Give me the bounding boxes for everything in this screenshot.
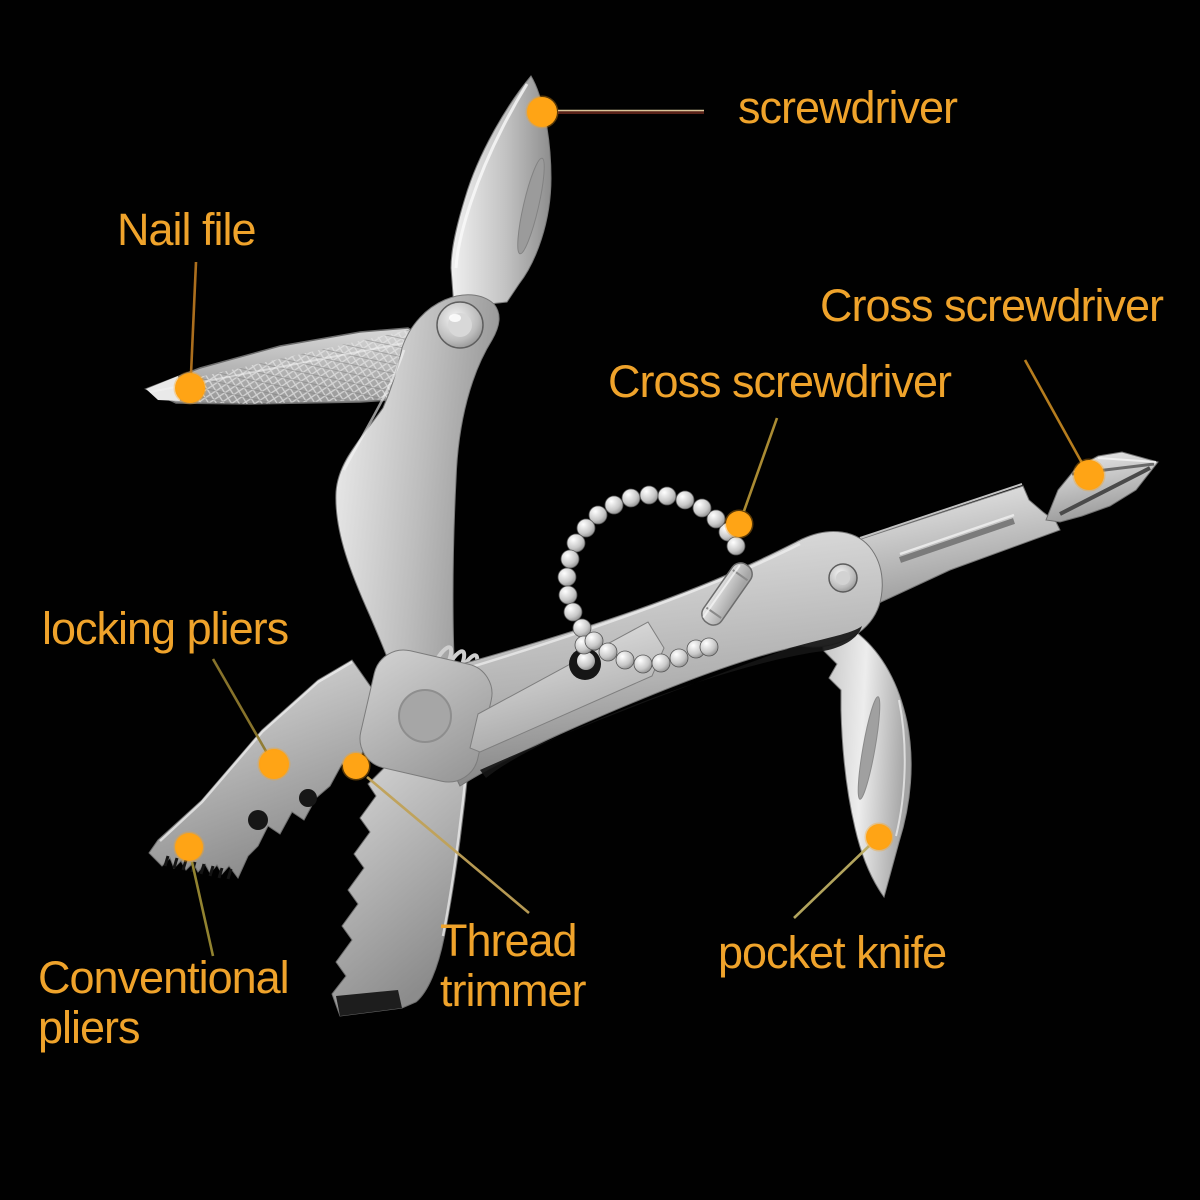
- thread-trimmer-line: [366, 776, 530, 914]
- callout-layer: [173, 95, 1106, 957]
- pocket-knife-line: [793, 845, 870, 919]
- conventional-pliers-dot: [173, 831, 205, 863]
- cross-screwdriver-tool: [852, 451, 1159, 609]
- flat-screwdriver-blade: [450, 75, 552, 309]
- nail-file-line: [189, 261, 198, 375]
- cross-screwdriver-right-line: [1023, 359, 1084, 464]
- screwdriver-dot: [525, 95, 559, 129]
- chain-clasp: [701, 562, 753, 626]
- ball-chain: [557, 485, 753, 674]
- upper-handle-arm: [335, 294, 500, 697]
- cross-screwdriver-mid-line: [742, 417, 779, 512]
- conventional-pliers-line: [190, 861, 215, 957]
- pocket-knife-blade: [821, 627, 912, 899]
- phillips-tip: [1045, 451, 1159, 523]
- pocket-knife-dot: [864, 822, 894, 852]
- pivot-hub: [359, 649, 493, 783]
- cross-screwdriver-right-dot: [1072, 458, 1106, 492]
- cross-screwdriver-mid-dot: [724, 509, 754, 539]
- locking-pliers-dot: [257, 747, 291, 781]
- locking-pliers-line: [211, 658, 269, 754]
- nail-file-dot: [173, 371, 207, 405]
- thread-trimmer-dot: [341, 751, 371, 781]
